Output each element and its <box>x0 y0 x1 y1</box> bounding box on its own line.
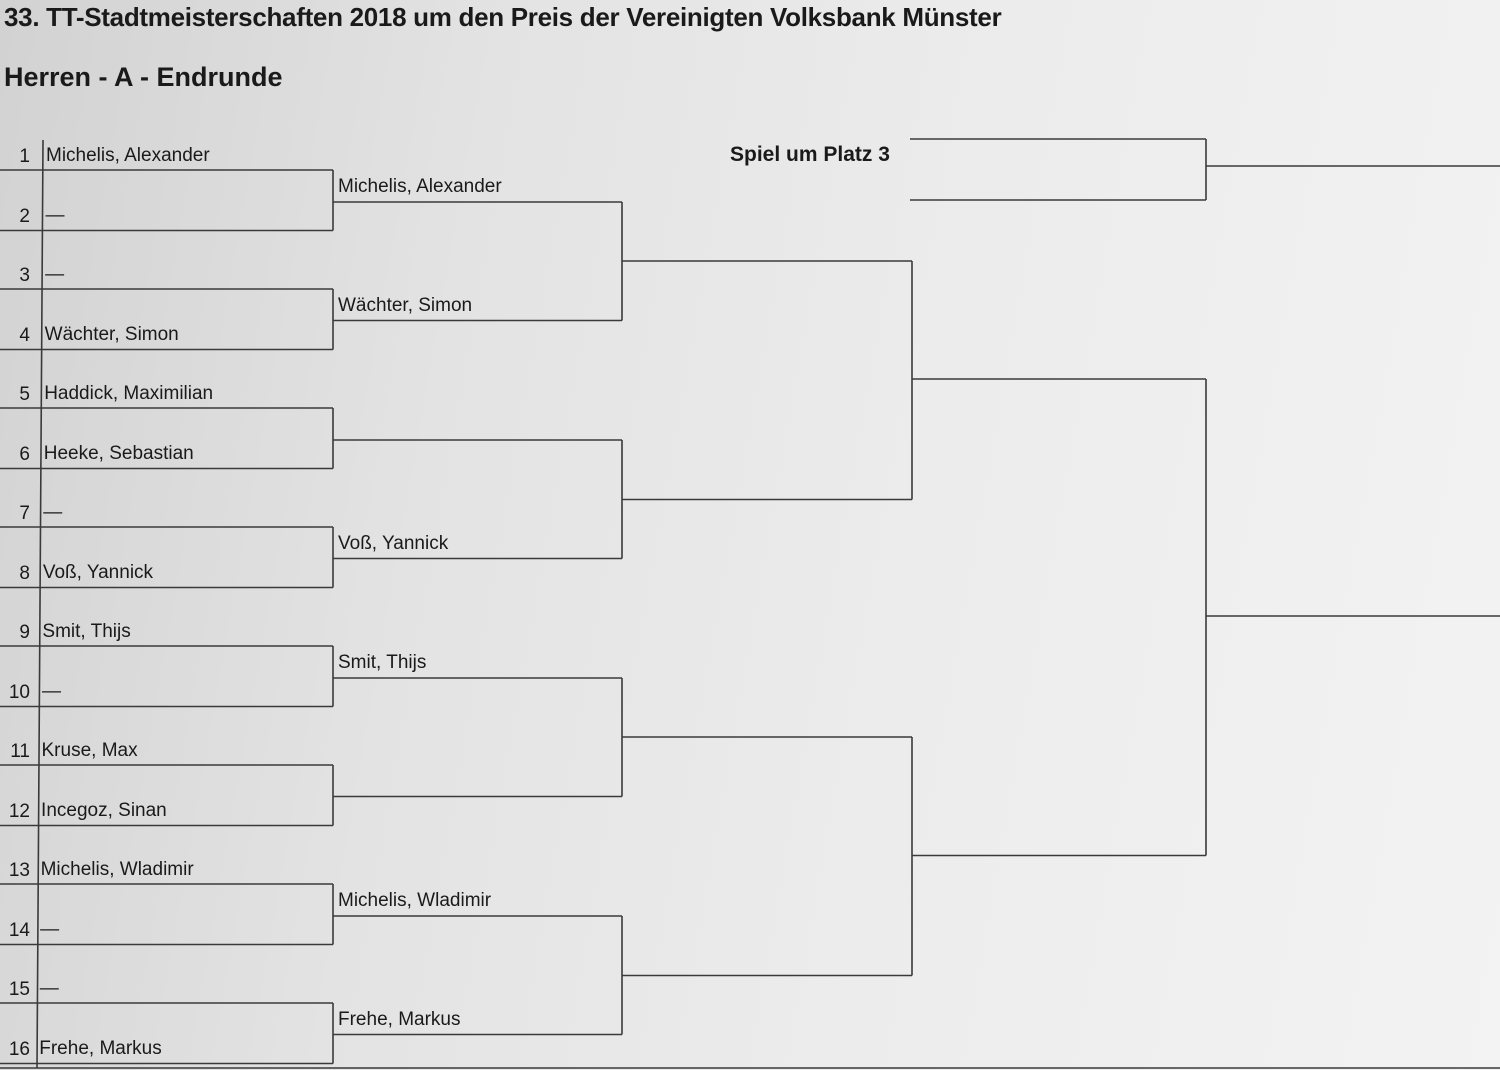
entrant-name: Haddick, Maximilian <box>44 383 214 404</box>
seed-number: 14 <box>8 919 30 941</box>
sheet-title: 33. TT-Stadtmeisterschaften 2018 um den … <box>4 2 1002 32</box>
seed-number: 2 <box>19 205 30 227</box>
entrant-name: — <box>40 918 60 940</box>
seed-number: 3 <box>19 265 30 286</box>
round-2-winner-name: Wächter, Simon <box>338 294 473 316</box>
entrant-name: Incegoz, Sinan <box>41 799 167 821</box>
seed-number: 9 <box>19 622 30 643</box>
seed-number: 16 <box>8 1038 30 1060</box>
entrant-name: Voß, Yannick <box>42 561 154 583</box>
seed-number: 5 <box>19 384 30 405</box>
seed-divider <box>36 139 44 1069</box>
seed-number: 4 <box>19 324 30 346</box>
round-2-winner-name: Michelis, Alexander <box>338 176 502 197</box>
entrant-name: Michelis, Alexander <box>46 145 210 166</box>
seed-number: 11 <box>10 741 30 762</box>
seed-number: 15 <box>8 979 30 1000</box>
entrant-name: Kruse, Max <box>41 740 138 761</box>
round-2-winner-name: Michelis, Wladimir <box>338 890 492 911</box>
third-place-label: Spiel um Platz 3 <box>730 143 890 166</box>
entrant-name: Wächter, Simon <box>44 323 179 345</box>
seed-number: 12 <box>8 800 30 822</box>
seed-number: 6 <box>19 443 30 465</box>
round-2-winner-name: Frehe, Markus <box>338 1008 461 1030</box>
entrant-name: Heeke, Sebastian <box>43 442 194 464</box>
entrant-name: — <box>45 204 65 226</box>
entrant-name: Smit, Thijs <box>42 621 131 642</box>
seed-number: 10 <box>8 681 30 703</box>
seed-number: 8 <box>19 562 30 584</box>
entrant-name: — <box>45 264 65 285</box>
entrant-name: — <box>39 978 59 999</box>
round-2-winner-name: Voß, Yannick <box>338 532 449 554</box>
entrant-name: — <box>43 502 63 523</box>
entrant-name: Frehe, Markus <box>39 1037 162 1059</box>
round-2-winner-name: Smit, Thijs <box>338 652 427 673</box>
entrant-name: Michelis, Wladimir <box>40 859 194 880</box>
entrant-name: — <box>41 680 61 702</box>
seed-number: 13 <box>8 860 30 881</box>
seed-number: 7 <box>19 503 30 524</box>
sheet-subtitle: Herren - A - Endrunde <box>4 62 283 92</box>
seed-number: 1 <box>19 146 30 167</box>
